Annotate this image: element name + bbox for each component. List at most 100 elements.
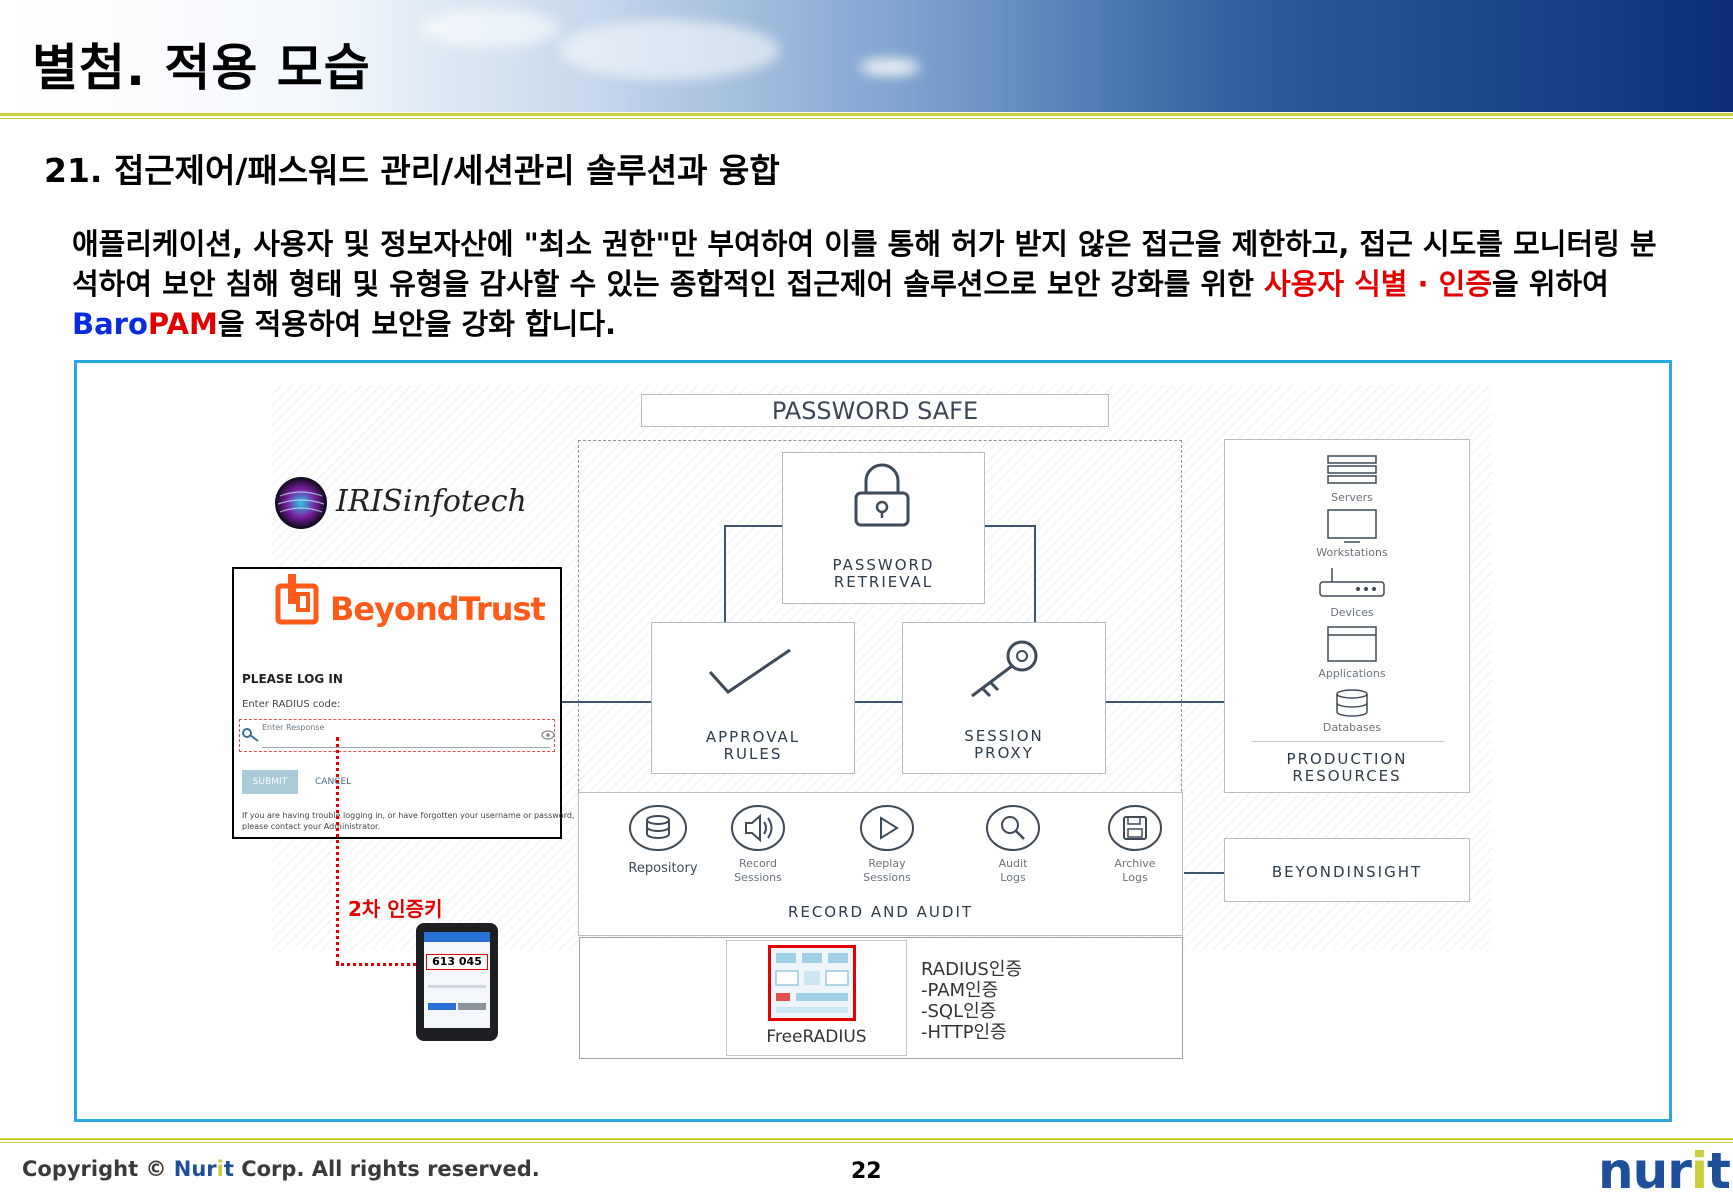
submit-button[interactable]: SUBMIT [242,770,298,794]
header-banner [0,0,1733,112]
database-icon [1336,689,1368,717]
login-help-text-2: please contact your Administrator. [242,822,381,831]
record-sessions-label-2: Sessions [734,871,782,884]
router-icon [1319,568,1385,597]
connector-line [562,701,652,703]
iris-logo-text: IRISinfotech [336,484,527,519]
approval-rules-box [651,622,855,774]
page-title: 별첨. 적용 모습 [32,39,371,97]
response-input[interactable] [262,723,550,748]
copyright-suffix: Corp. All rights reserved. [233,1157,540,1181]
copyright-brand: Nur [173,1157,217,1181]
smartphone-app-bar [424,932,490,942]
servers-label: Servers [1331,491,1373,504]
pam-auth-item: -PAM인증 [921,980,999,1001]
header-divider [0,113,1733,116]
sql-auth-item: -SQL인증 [921,1001,997,1022]
second-factor-connector [336,963,416,966]
play-icon [860,805,914,851]
http-auth-item: -HTTP인증 [921,1022,1007,1043]
beyondinsight-label: BEYONDINSIGHT [1271,863,1423,881]
section-title: 21. 접근제어/패스워드 관리/세션관리 솔루션과 융합 [44,151,780,190]
connector-line [1184,872,1250,874]
password-retrieval-label-1: PASSWORD [832,556,935,574]
databases-label: Databases [1322,721,1382,734]
production-resources-box [1224,439,1470,793]
audit-logs-label-2: Logs [1000,871,1026,884]
connector-line [1105,701,1250,703]
floppy-disk-icon [1108,805,1162,851]
key-icon [971,640,1038,698]
intro-highlight-auth: 사용자 식별 · 인증 [1263,267,1493,301]
beyondinsight-box [1224,838,1470,902]
intro-highlight-baro: Baro [72,307,148,341]
copyright-prefix: Copyright © [22,1157,174,1181]
eye-icon[interactable] [541,730,555,740]
nurit-logo-text: nur [1598,1142,1692,1200]
freeradius-diagram-icon [768,945,856,1021]
smartphone-screen [424,932,490,1028]
password-safe-header [641,394,1109,427]
resources-divider [1252,741,1444,742]
login-help-text-1: If you are having trouble logging in, or… [242,811,575,820]
production-resources-label-2: RESOURCES [1292,767,1402,785]
applications-label: Applications [1318,667,1386,680]
intro-highlight-pam: PAM [147,307,218,341]
record-sessions-label-1: Record [738,857,777,870]
nurit-logo: nurit [1598,1142,1731,1200]
production-resources-label-1: PRODUCTION [1286,750,1408,768]
login-heading: PLEASE LOG IN [242,672,343,686]
smartphone-button [428,1003,456,1010]
iris-logo-icon [275,477,327,529]
connector-line [853,701,903,703]
workstation-icon [1327,509,1377,543]
replay-sessions-label-1: Replay [868,857,906,870]
password-safe-label: PASSWORD SAFE [771,397,979,425]
repository-icon [629,805,687,851]
nurit-logo-accent: i [1690,1142,1708,1200]
workstations-label: Workstations [1316,546,1388,559]
speaker-icon [731,805,785,851]
session-proxy-label-1: SESSION [964,727,1044,745]
copyright-brand-accent: i [216,1157,224,1181]
intro-text-3: 을 적용하여 보안을 강화 합니다. [217,307,617,341]
padlock-icon [854,463,910,527]
nurit-logo-end: t [1707,1142,1731,1200]
password-retrieval-label-2: RETRIEVAL [833,573,934,591]
otp-code: 613 045 [426,954,488,970]
header-divider-thin [0,118,1733,119]
devices-label: Devices [1330,606,1374,619]
servers-icon [1327,455,1377,484]
record-audit-box [578,792,1183,936]
beyondtrust-logo-icon [275,574,319,625]
smartphone-button [458,1003,486,1010]
archive-logs-label-1: Archive [1114,857,1156,870]
footer-divider [0,1138,1733,1140]
record-audit-label: RECORD AND AUDIT [787,903,974,921]
connector-line [724,525,726,623]
connector-line [1034,525,1036,623]
repository-label: Repository [628,861,698,876]
copyright-brand-end: t [223,1157,234,1181]
radius-code-label: Enter RADIUS code: [242,699,341,710]
connector-line [984,525,1036,527]
smartphone-text-line [428,985,486,988]
session-proxy-label-2: PROXY [974,744,1034,762]
cancel-button[interactable]: CANCEL [315,777,352,787]
page-number: 22 [851,1159,882,1184]
intro-paragraph: 애플리케이션, 사용자 및 정보자산에 "최소 권한"만 부여하여 이를 통해 … [72,224,1672,344]
magnifier-icon [986,805,1040,851]
password-retrieval-box [782,452,985,604]
key-small-icon [242,728,259,742]
session-proxy-box [902,622,1106,774]
second-factor-label: 2차 인증키 [348,897,443,921]
copyright-text: Copyright © Nurit Corp. All rights reser… [22,1157,540,1181]
archive-logs-label-2: Logs [1122,871,1148,884]
approval-rules-label-1: APPROVAL [705,728,801,746]
replay-sessions-label-2: Sessions [863,871,911,884]
intro-text-2: 을 위하여 [1492,267,1609,301]
application-window-icon [1327,626,1377,662]
beyondtrust-logo-text: BeyondTrust [330,590,546,628]
audit-logs-label-1: Audit [998,857,1028,870]
diagram-frame [74,360,1672,1122]
